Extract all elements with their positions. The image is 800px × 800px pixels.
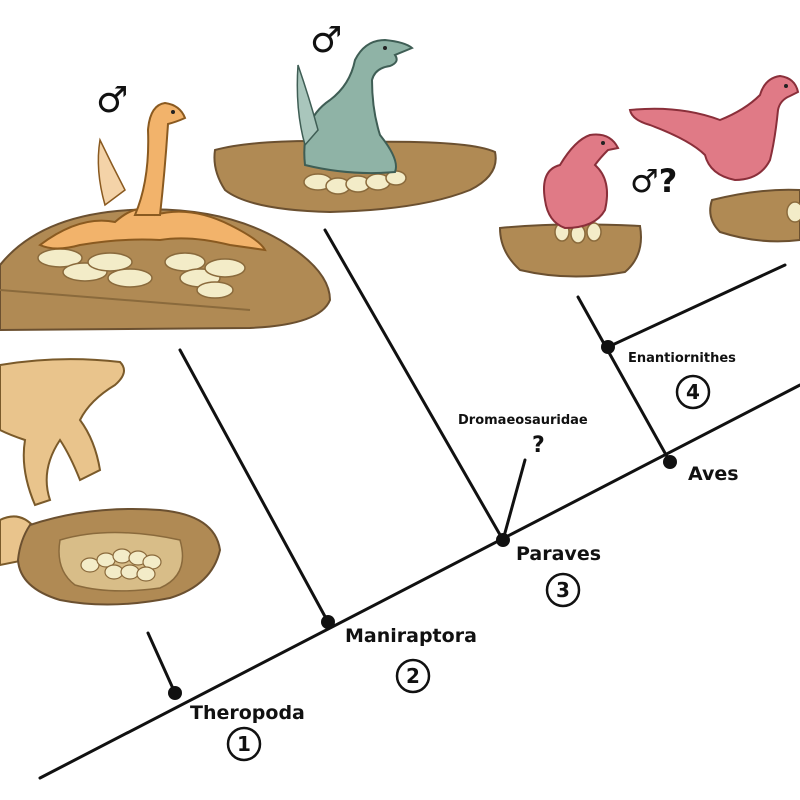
paraves-branch: [323, 228, 505, 542]
oviraptorosaur-nest-illustration: [0, 101, 332, 332]
paraves-node: [496, 533, 510, 547]
enantiornithine-nest-illustration: [628, 74, 800, 243]
theropod-illustration: [0, 358, 125, 507]
male-symbol-1: ♂: [96, 80, 128, 121]
theropoda-branch: [146, 631, 177, 695]
paraves-label: Paraves: [516, 543, 601, 565]
cladogram-nodes: [168, 340, 677, 700]
cladogram-branches: [38, 228, 800, 780]
dromaeosauridae-branch: [501, 458, 527, 542]
paravian-nest-illustration: [498, 133, 642, 278]
number-badge-3: 3: [545, 572, 581, 608]
dinosaur-nest-illustration-2: [213, 38, 497, 214]
maniraptora-node: [321, 615, 335, 629]
number-2-text: 2: [406, 664, 420, 688]
male-symbol-3: ♂?: [630, 162, 677, 200]
number-badge-4: 4: [675, 374, 711, 410]
male-symbol-2: ♂: [310, 20, 342, 61]
aves-label: Aves: [688, 463, 739, 485]
dromaeosauridae-question-mark: ?: [532, 433, 545, 458]
aves-branch: [576, 295, 672, 464]
theropoda-label: Theropoda: [190, 702, 305, 724]
dromaeosauridae-label: Dromaeosauridae: [458, 413, 588, 428]
theropod-nest-illustration: [0, 508, 222, 606]
enantiornithes-node: [601, 340, 615, 354]
maniraptora-label: Maniraptora: [345, 625, 477, 647]
main-stem: [38, 383, 800, 780]
number-badge-1: 1: [226, 726, 262, 762]
aves-node: [663, 455, 677, 469]
number-3-text: 3: [556, 578, 570, 602]
number-badge-2: 2: [395, 658, 431, 694]
enantiornithes-label: Enantiornithes: [628, 351, 736, 366]
theropoda-node: [168, 686, 182, 700]
maniraptora-branch: [178, 348, 330, 624]
number-4-text: 4: [686, 380, 700, 404]
enantiornithes-branch: [606, 263, 787, 349]
number-1-text: 1: [237, 732, 251, 756]
